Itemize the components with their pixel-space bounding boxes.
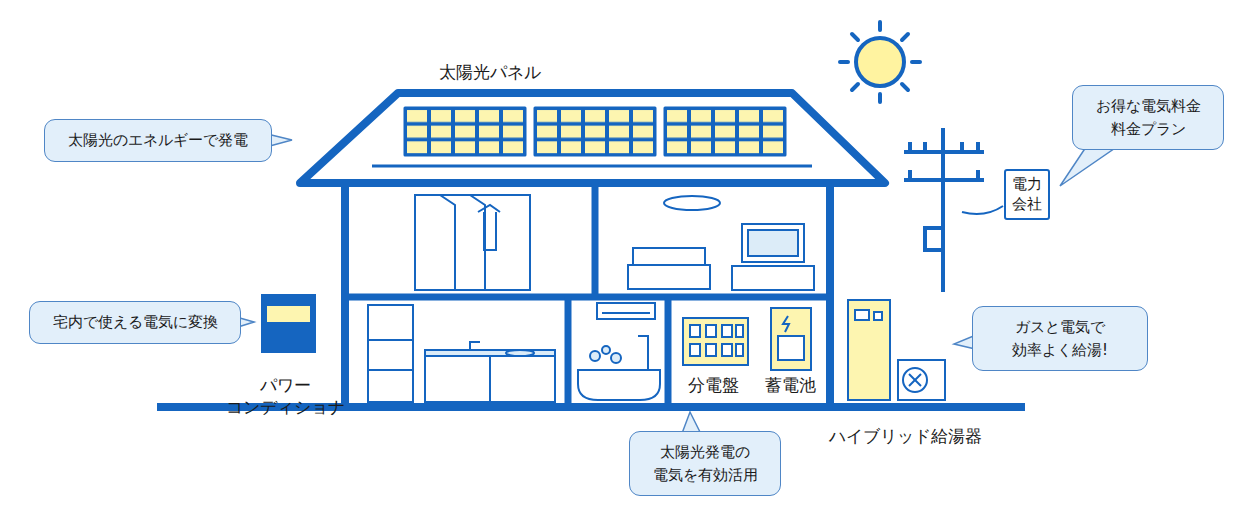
interior [909, 374, 921, 386]
utility-pole [976, 170, 980, 180]
interior [690, 325, 700, 337]
interior [597, 303, 655, 319]
part-name: 蓄電池 [765, 374, 816, 396]
callout-box: ガスと電気で 効率よく給湯! [972, 306, 1148, 371]
interior [706, 325, 716, 337]
interior [736, 325, 743, 337]
house [300, 93, 885, 183]
interior [732, 266, 814, 290]
company-box: 電力 会社 [1004, 169, 1050, 220]
interior [440, 195, 485, 290]
sun [856, 38, 904, 86]
interior [638, 336, 648, 370]
interior [855, 310, 869, 320]
sun [878, 22, 882, 30]
utility-pole [904, 150, 984, 154]
sun [852, 84, 858, 90]
interior [590, 351, 600, 361]
sun [840, 60, 848, 64]
callout-text: ガスと電気で 効率よく給湯! [1012, 316, 1108, 361]
solar-panel [535, 108, 655, 155]
callout-box: お得な電気料金 料金プラン [1072, 85, 1224, 150]
part-name: 分電盤 [688, 374, 739, 396]
callout-text: 太陽光のエネルギーで発電 [68, 129, 248, 152]
interior [736, 344, 743, 356]
sun [902, 34, 908, 40]
interior [602, 312, 650, 314]
interior [722, 325, 732, 337]
interior [262, 295, 315, 352]
interior [874, 312, 882, 320]
solar-panel [405, 108, 525, 155]
part-name: パワー コンディショナ [226, 374, 345, 418]
sun [852, 34, 858, 40]
interior [425, 356, 555, 402]
utility-pole [908, 142, 912, 152]
part-name: 太陽光パネル [439, 61, 541, 83]
interior [578, 370, 660, 400]
callout-text: 宅内で使える電気に変換 [53, 311, 218, 334]
interior [706, 344, 716, 356]
interior [903, 368, 927, 392]
interior [628, 248, 710, 289]
callout-text: 太陽光発電の 電気を有効活用 [653, 441, 758, 486]
callout-box: 太陽光のエネルギーで発電 [44, 119, 272, 162]
utility-pole [923, 142, 927, 152]
interior [771, 308, 811, 370]
part-name: ハイブリッド給湯器 [829, 425, 982, 447]
interior [368, 369, 413, 371]
interior [848, 300, 890, 400]
interior [664, 196, 720, 210]
house [592, 183, 599, 297]
interior [478, 205, 500, 250]
interior [683, 318, 748, 365]
interior [722, 344, 732, 356]
house [665, 297, 672, 407]
house [157, 93, 1025, 407]
utility-pole [962, 206, 1003, 214]
interior [506, 350, 534, 356]
utility-pole [960, 142, 964, 152]
house [345, 294, 830, 301]
callout-text: お得な電気料金 料金プラン [1096, 95, 1201, 140]
interior [368, 305, 413, 402]
house [372, 165, 812, 168]
sun [902, 84, 908, 90]
sun [878, 94, 882, 102]
utility-pole [976, 142, 980, 152]
interior [368, 339, 413, 341]
interior [415, 195, 530, 290]
callout-text: 電力 会社 [1012, 175, 1042, 214]
callout-box: 太陽光発電の 電気を有効活用 [629, 431, 781, 496]
utility-pole [925, 228, 943, 250]
utility-pole [904, 128, 1003, 292]
interior [489, 356, 491, 402]
interior [778, 336, 804, 360]
utility-pole [908, 170, 912, 180]
interior [425, 350, 555, 356]
interior [783, 316, 789, 332]
utility-pole [904, 178, 984, 182]
callout-box: 宅内で使える電気に変換 [29, 301, 241, 344]
sun [912, 60, 920, 64]
interior [602, 346, 610, 354]
house [565, 297, 572, 407]
interior [267, 306, 310, 322]
interior [611, 353, 621, 363]
interior [690, 344, 700, 356]
interior [898, 360, 945, 400]
solar-panel [665, 108, 785, 155]
interior [742, 224, 804, 262]
interior [262, 195, 945, 402]
interior [748, 230, 798, 256]
interior [470, 342, 480, 350]
interior [909, 374, 921, 386]
sun [840, 22, 920, 102]
